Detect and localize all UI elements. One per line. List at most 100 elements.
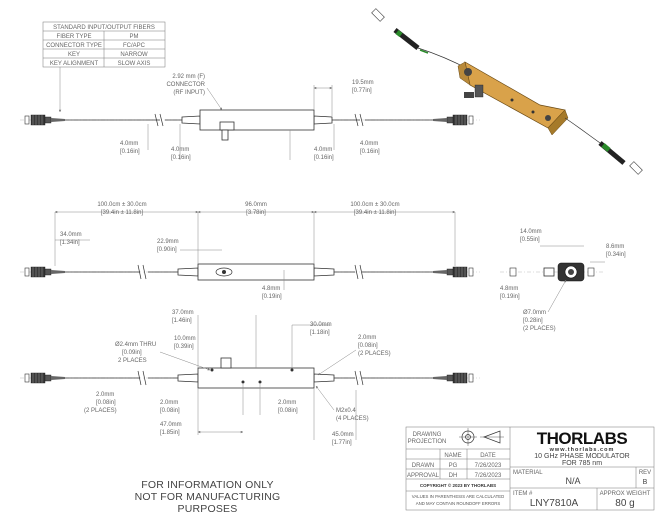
spec-row-key: CONNECTOR TYPE (46, 43, 102, 49)
dim-30-0: 30.0mm (310, 322, 332, 328)
spec-row-value: NARROW (120, 52, 148, 58)
third-angle-projection-icon (459, 428, 504, 446)
roundoff-note: VALUES IN PARENTHESIS ARE CALCULATED (412, 494, 504, 499)
dim-45-0: 45.0mm (332, 432, 354, 438)
dim-7-0: Ø7.0mm (523, 310, 546, 316)
date-header: DATE (480, 453, 496, 459)
dim-4-0: 4.0mm (314, 147, 332, 153)
drawn-date: 7/26/2023 (475, 463, 502, 469)
dim-2-0: 2.0mm (160, 400, 178, 406)
fiber-length-dim-in: [39.4in ± 11.8in] (354, 210, 397, 216)
copyright: COPYRIGHT © 2023 BY THORLABS (420, 482, 496, 488)
dim-7-0-places: (2 PLACES) (523, 326, 556, 332)
dim-4-8-in: [0.19in] (500, 294, 520, 300)
connector-label: CONNECTOR (166, 82, 205, 88)
website: www.thorlabs.com (549, 447, 615, 453)
approval-label: APPROVAL (407, 473, 440, 479)
drawing-projection-label: DRAWING (413, 432, 442, 438)
approval-date: 7/26/2023 (475, 473, 502, 479)
footer-notice: NOT FOR MANUFACTURING PURPOSES (134, 491, 281, 515)
thread-label: M2x0.4 (336, 408, 356, 414)
dim-19-5: 19.5mm (352, 80, 374, 86)
approval-name: DH (449, 473, 458, 479)
spec-row-value: SLOW AXIS (118, 61, 151, 67)
end-view: 14.0mm [0.55in] 8.6mm [0.34in] 4.8mm [0.… (500, 229, 626, 332)
dim-2-0-in: [0.08in] (278, 408, 298, 414)
spec-row-value: PM (130, 34, 139, 40)
dim-22-9-in: [0.90in] (157, 247, 177, 253)
dim-2-0-in: [0.08in] (96, 400, 116, 406)
rev-label: REV (639, 470, 651, 476)
drawing-projection-label: PROJECTION (408, 439, 447, 445)
dim-4-0: 4.0mm (360, 141, 378, 147)
dim-47-0: 47.0mm (160, 422, 182, 428)
bottom-view: 37.0mm [1.46in] 30.0mm [1.18in] 10.0mm [… (20, 310, 480, 446)
dim-19-5-in: [0.77in] (352, 88, 372, 94)
connector-label: (RF INPUT) (173, 90, 205, 96)
dim-2-0-in: [0.08in] (358, 343, 378, 349)
body-length-dim: 96.0mm (245, 202, 267, 208)
thru-hole-label: Ø2.4mm THRU (115, 342, 156, 348)
roundoff-note: AND MAY CONTAIN ROUNDOFF ERRORS (416, 501, 501, 506)
item-label: ITEM # (513, 491, 533, 497)
fiber-length-dim: 100.0cm ± 30.0cm (97, 202, 146, 208)
dim-4-0-in: [0.16in] (171, 155, 191, 161)
isometric-view (371, 8, 643, 175)
dim-47-0-in: [1.85in] (160, 430, 180, 436)
dim-10-0: 10.0mm (174, 336, 196, 342)
spec-table-title: STANDARD INPUT/OUTPUT FIBERS (53, 25, 155, 31)
weight-value: 80 g (615, 498, 634, 509)
dim-45-0-in: [1.77in] (332, 440, 352, 446)
side-view: 100.0cm ± 30.0cm [39.4in ± 11.8in] 96.0m… (20, 202, 480, 300)
dim-4-8: 4.8mm (262, 286, 280, 292)
item-value: LNY7810A (530, 498, 579, 509)
dim-8-6: 8.6mm (606, 244, 624, 250)
dim-8-6-in: [0.34in] (606, 252, 626, 258)
top-view: 2.92 mm (F) CONNECTOR (RF INPUT) 19.5mm … (20, 74, 480, 161)
thru-hole-label-in: [0.09in] (122, 350, 142, 356)
thorlabs-logo: THORLABS (537, 429, 628, 448)
dim-4-0-in: [0.16in] (360, 149, 380, 155)
spec-row-key: FIBER TYPE (57, 34, 92, 40)
dim-4-0-in: [0.16in] (120, 149, 140, 155)
dim-4-8-in: [0.19in] (262, 294, 282, 300)
dim-2-0-places: (2 PLACES) (358, 351, 391, 357)
dim-37-0-in: [1.46in] (172, 318, 192, 324)
dim-34-0-in: [1.34in] (60, 240, 80, 246)
dim-4-8: 4.8mm (500, 286, 518, 292)
spec-row-key: KEY ALIGNMENT (50, 61, 99, 67)
dim-14-0-in: [0.55in] (520, 237, 540, 243)
dim-4-0: 4.0mm (171, 147, 189, 153)
part-description: FOR 785 nm (562, 460, 602, 467)
body-length-dim-in: [3.78in] (246, 210, 266, 216)
fiber-spec-table: STANDARD INPUT/OUTPUT FIBERS FIBER TYPE … (42, 21, 166, 113)
fiber-length-dim: 100.0cm ± 30.0cm (350, 202, 399, 208)
name-header: NAME (444, 453, 461, 459)
connector-label: 2.92 mm (F) (172, 74, 205, 80)
part-description: 10 GHz PHASE MODULATOR (534, 453, 629, 460)
thru-hole-places: 2 PLACES (118, 358, 147, 364)
dim-37-0: 37.0mm (172, 310, 194, 316)
dim-22-9: 22.9mm (157, 239, 179, 245)
material-value: N/A (565, 476, 580, 486)
dim-14-0: 14.0mm (520, 229, 542, 235)
weight-label: APPROX WEIGHT (600, 491, 651, 497)
dim-7-0-in: [0.28in] (523, 318, 543, 324)
dim-2-0: 2.0mm (96, 392, 114, 398)
title-block: DRAWING PROJECTION NAME DATE DRAWN PG 7/… (405, 426, 655, 511)
spec-row-key: KEY (68, 52, 80, 58)
dim-30-0-in: [1.18in] (310, 330, 330, 336)
drawn-name: PG (449, 463, 458, 469)
material-label: MATERIAL (513, 470, 543, 476)
fiber-length-dim-in: [39.4in ± 11.8in] (101, 210, 144, 216)
dim-34-0: 34.0mm (60, 232, 82, 238)
dim-2-0-places: (2 PLACES) (84, 408, 117, 414)
dim-2-0: 2.0mm (358, 335, 376, 341)
drawn-label: DRAWN (412, 463, 434, 469)
dim-4-0-in: [0.16in] (314, 155, 334, 161)
dim-2-0-in: [0.08in] (160, 408, 180, 414)
rev-value: B (643, 479, 648, 486)
dim-10-0-in: [0.39in] (174, 344, 194, 350)
dim-4-0: 4.0mm (120, 141, 138, 147)
